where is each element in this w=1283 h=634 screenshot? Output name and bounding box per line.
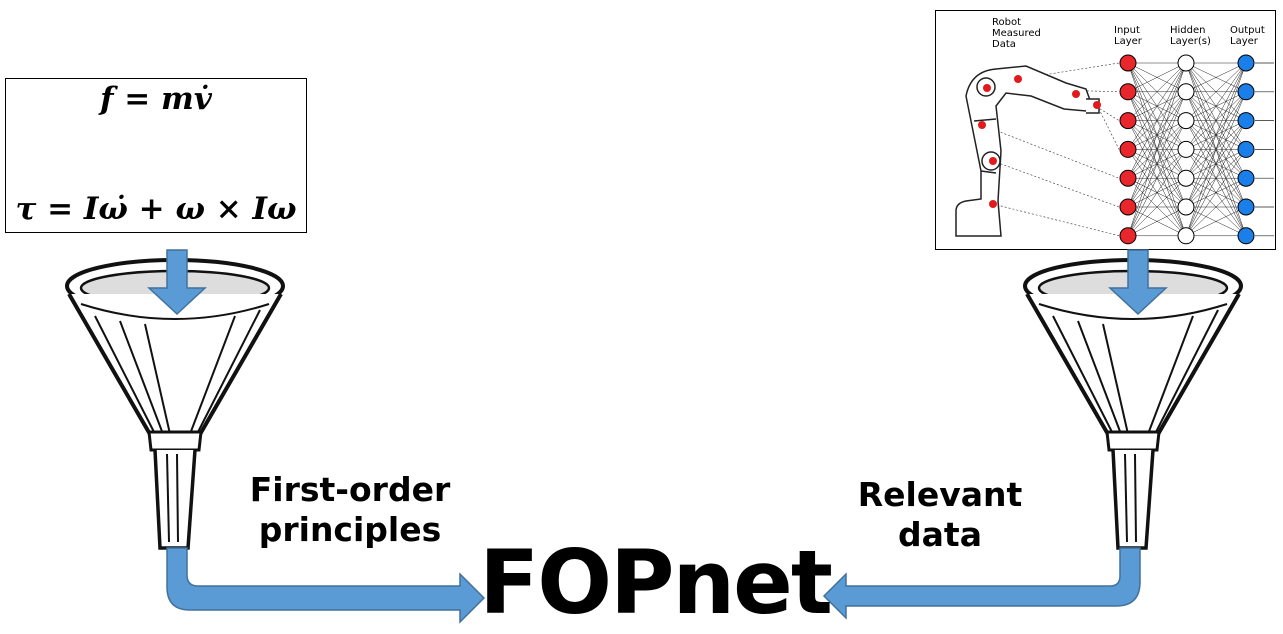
data-link [992, 203, 1120, 237]
robot-data-label: Robot Measured Data [992, 17, 1041, 50]
data-link [981, 124, 1120, 179]
right-flow-arrow [822, 547, 1141, 620]
output-node [1237, 112, 1255, 130]
connection-line [1185, 62, 1247, 179]
right-down-arrow [1108, 249, 1168, 316]
output-layer-label: Output Layer [1230, 25, 1265, 47]
neural-network-panel: Robot Measured Data Input Layer Hidden L… [935, 10, 1276, 250]
robot-marker [989, 157, 997, 165]
robot-marker [989, 200, 997, 208]
connection-line [1127, 149, 1187, 236]
connection-line [1185, 120, 1247, 236]
first-order-principles-label: First-order principles [230, 470, 470, 550]
relevant-data-label: Relevant data [830, 475, 1050, 555]
network-nodes [1119, 54, 1255, 245]
output-node [1237, 227, 1255, 245]
input-layer-label: Input Layer [1114, 25, 1142, 47]
connection-line [1185, 62, 1247, 208]
right-label-line2: data [898, 515, 982, 554]
robot-marker [1093, 101, 1101, 109]
hidden-node [1177, 169, 1195, 187]
right-label-line1: Relevant [857, 475, 1023, 514]
hidden-node [1177, 227, 1195, 245]
output-node [1237, 140, 1255, 158]
input-node [1119, 198, 1137, 216]
connection-line [1127, 178, 1187, 236]
neural-network-diagram [955, 54, 1274, 245]
connection-line [1185, 178, 1247, 236]
output-node [1237, 169, 1255, 187]
connection-line [1185, 149, 1247, 236]
input-node [1119, 169, 1137, 187]
torque-equation: τ = Iω̇ + ω × Iω [15, 191, 297, 227]
connection-line [1185, 62, 1247, 236]
fopnet-title: FOPnet [479, 531, 833, 634]
left-label-line2: principles [258, 510, 442, 549]
robot-arm-icon [955, 65, 1100, 237]
input-node [1119, 83, 1137, 101]
output-node [1237, 83, 1255, 101]
robot-marker [1014, 75, 1022, 83]
connection-line [1185, 206, 1247, 237]
input-node [1119, 227, 1137, 245]
input-node [1119, 140, 1137, 158]
network-connections [981, 62, 1274, 237]
connection-line [1185, 62, 1247, 93]
connection-line [1127, 120, 1187, 236]
connection-line [1127, 62, 1187, 236]
connection-line [1127, 62, 1187, 208]
connection-line [1185, 62, 1247, 121]
connection-line [1127, 62, 1187, 150]
hidden-node [1177, 140, 1195, 158]
robot-marker [983, 84, 991, 92]
left-label-line1: First-order [249, 470, 451, 509]
data-link [1096, 104, 1120, 150]
connection-line [1127, 62, 1187, 179]
force-equation: f = mv̇ [100, 81, 212, 117]
connection-line [1185, 62, 1247, 150]
equation-box: f = mv̇ τ = Iω̇ + ω × Iω [5, 78, 307, 233]
hidden-node [1177, 198, 1195, 216]
connection-line [1185, 91, 1247, 236]
connection-line [1127, 206, 1187, 237]
input-node [1119, 54, 1137, 72]
hidden-node [1177, 83, 1195, 101]
left-flow-arrow [166, 547, 486, 624]
hidden-node [1177, 54, 1195, 72]
input-node [1119, 112, 1137, 130]
hidden-layer-label: Hidden Layer(s) [1170, 25, 1211, 47]
connection-line [1127, 62, 1187, 121]
robot-marker [1072, 90, 1080, 98]
connection-line [1127, 62, 1187, 93]
connection-line [1127, 91, 1187, 236]
left-down-arrow [147, 249, 207, 316]
hidden-node [1177, 112, 1195, 130]
robot-marker [978, 121, 986, 129]
output-node [1237, 198, 1255, 216]
robot-markers [978, 75, 1101, 208]
output-node [1237, 54, 1255, 72]
